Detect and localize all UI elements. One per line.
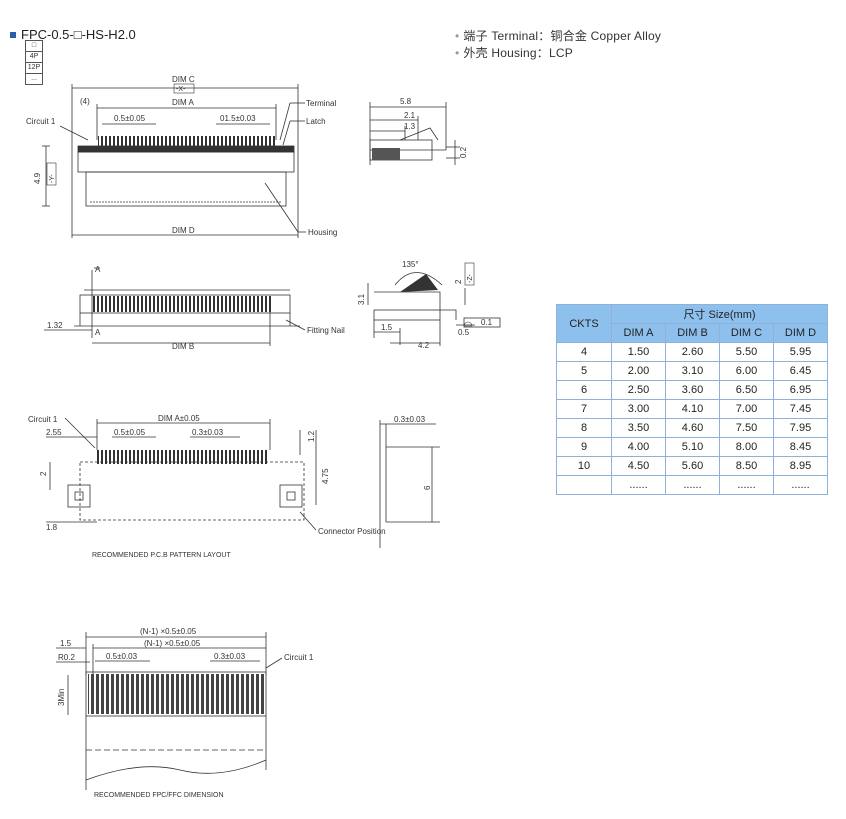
label-four: (4): [80, 97, 90, 106]
header-dim-a: DIM A: [611, 323, 666, 343]
label-two: 2: [454, 279, 463, 284]
label-six: 6: [423, 485, 432, 490]
label-15: 1.5: [381, 323, 393, 332]
material-housing: •外壳 Housing：LCP: [455, 46, 573, 60]
pin-option: ...: [31, 75, 37, 82]
label-circuit1-pcb: Circuit 1: [28, 415, 58, 424]
label-thickness: 0.3±0.03: [394, 415, 426, 424]
label-255: 2.55: [46, 428, 62, 437]
fpc-dimension-drawing: [56, 632, 283, 790]
bullet-icon: •: [455, 46, 460, 60]
label-section-a-top: A: [95, 265, 101, 274]
pin-option-box: □ 4P 12P ...: [25, 40, 43, 85]
header-dim-c: DIM C: [719, 323, 774, 343]
document-title: FPC-0.5-□-HS-H2.0: [10, 27, 136, 42]
label-13: 1.3: [404, 122, 416, 131]
pin-option: □: [26, 41, 42, 52]
label-pitch-b: 01.5±0.03: [220, 114, 256, 123]
title-bullet-icon: [10, 31, 16, 38]
label-terminal: Terminal: [306, 99, 336, 108]
fpc-caption: RECOMMENDED FPC/FFC DIMENSION: [94, 792, 224, 799]
pcb-pattern-drawing: [46, 417, 317, 531]
label-dim-d: DIM D: [172, 226, 195, 235]
label-31: 3.1: [357, 293, 366, 305]
label-fitting-nail: Fitting Nail: [307, 326, 345, 335]
label-dim-a-tol: DIM A±0.05: [158, 414, 200, 423]
label-21: 2.1: [404, 111, 416, 120]
side-view-drawing: [369, 102, 460, 165]
datum-box: [464, 262, 475, 286]
terminal-pins: [98, 136, 276, 146]
datum-box: [173, 83, 195, 94]
label-fpc-05: 0.5±0.03: [106, 652, 138, 661]
label-pcb-2: 2: [39, 471, 48, 476]
label-dim-a: DIM A: [172, 98, 194, 107]
material-terminal: •端子 Terminal：铜合金 Copper Alloy: [455, 29, 662, 43]
label-135: 135°: [402, 260, 419, 269]
label-132: 1.32: [47, 321, 63, 330]
label-475: 4.75: [321, 468, 330, 484]
label-connector-position: Connector Position: [318, 527, 386, 536]
thickness-drawing: [379, 420, 440, 548]
label-datum-x: -X-: [176, 86, 186, 93]
label-02: 0.2: [459, 146, 468, 158]
table-row: ........................: [556, 475, 828, 495]
label-housing: Housing: [308, 228, 337, 237]
top-view-drawing: [42, 84, 306, 238]
fpc-contacts: [88, 674, 264, 714]
label-datum-y: -Y-: [49, 174, 56, 183]
pin-option: 12P: [26, 63, 42, 74]
title-text: FPC-0.5-□-HS-H2.0: [21, 27, 136, 42]
label-dim-c: DIM C: [172, 75, 195, 84]
datum-box: [46, 162, 57, 186]
label-circuit1-fpc: Circuit 1: [284, 653, 314, 662]
open-side-drawing: [367, 272, 501, 346]
actuator-shape: [400, 274, 438, 292]
label-height-49: 4.9: [33, 172, 42, 184]
pcb-caption: RECOMMENDED P.C.B PATTERN LAYOUT: [92, 552, 231, 559]
header-ckts: CKTS: [556, 304, 612, 343]
front-pins: [92, 296, 272, 312]
label-pitch-a: 0.5±0.05: [114, 114, 146, 123]
label-r02: R0.2: [58, 653, 75, 662]
label-pcb-05: 0.5±0.05: [114, 428, 146, 437]
label-pcb-03: 0.3±0.03: [192, 428, 224, 437]
label-3min: 3Min: [57, 689, 66, 706]
label-n1-b: (N-1) ×0.5±0.05: [144, 639, 201, 648]
front-view-drawing: [44, 267, 306, 346]
label-42: 4.2: [418, 341, 430, 350]
label-circuit1: Circuit 1: [26, 117, 56, 126]
header-size: 尺寸 Size(mm): [611, 304, 828, 324]
pcb-pads: [97, 450, 269, 464]
label-18: 1.8: [46, 523, 58, 532]
label-n1-a: (N-1) ×0.5±0.05: [140, 627, 197, 636]
label-flatness: 0.1: [481, 318, 493, 327]
flatness-icon: [463, 321, 473, 327]
table-subheader-row: DIM A DIM B DIM C DIM D: [557, 323, 828, 343]
label-fpc-15: 1.5: [60, 639, 72, 648]
header-dim-b: DIM B: [665, 323, 720, 343]
side-terminal-section: [372, 148, 400, 160]
label-58: 5.8: [400, 97, 412, 106]
spec-table: CKTS 尺寸 Size(mm) DIM A DIM B DIM C DIM D…: [556, 304, 828, 495]
table-header-row: CKTS 尺寸 Size(mm): [556, 304, 828, 343]
label-dim-b: DIM B: [172, 342, 194, 351]
header-dim-d: DIM D: [773, 323, 828, 343]
label-datum-z: -Z-: [467, 273, 474, 283]
label-05: 0.5: [458, 328, 470, 337]
pin-option: 4P: [26, 52, 42, 63]
label-latch: Latch: [306, 117, 326, 126]
bullet-icon: •: [455, 29, 460, 43]
label-fpc-03: 0.3±0.03: [214, 652, 246, 661]
label-section-a-bottom: A: [95, 328, 101, 337]
label-12: 1.2: [307, 430, 316, 442]
